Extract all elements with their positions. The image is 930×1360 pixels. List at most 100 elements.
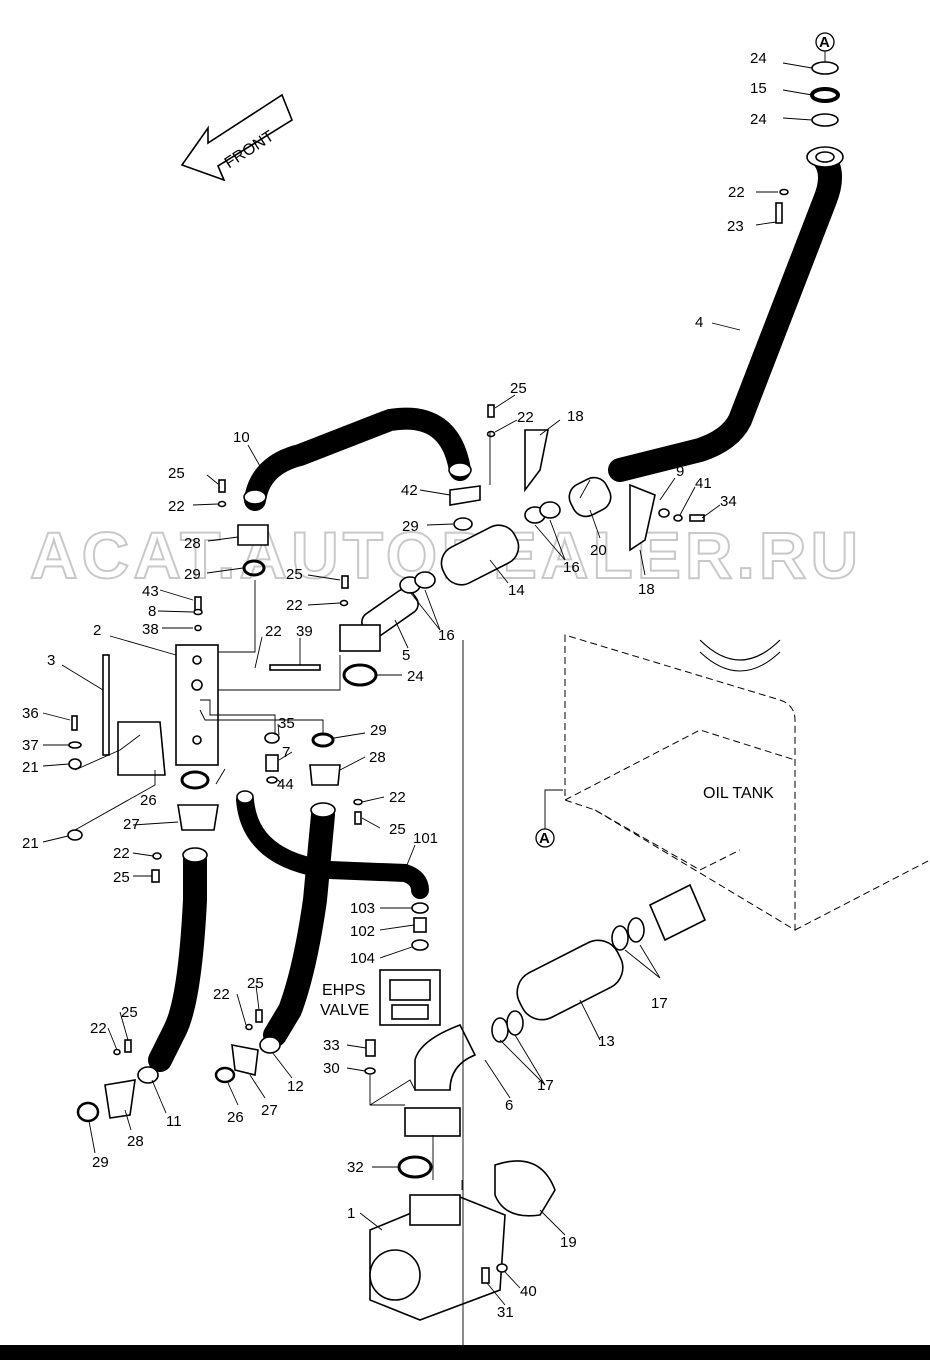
- pipe-segments: [339, 476, 612, 687]
- callout-11: 11: [166, 1113, 182, 1130]
- callout-17: 17: [651, 995, 668, 1012]
- coupling-20-icon: [568, 476, 612, 518]
- callout-29: 29: [92, 1154, 109, 1171]
- callout-22: 22: [517, 409, 534, 426]
- o-ring-24a-icon: [811, 61, 839, 75]
- bracket-3-icon: [102, 654, 110, 756]
- callout-25: 25: [113, 869, 130, 886]
- o-ring-32-icon: [397, 1155, 433, 1179]
- callout-21: 21: [22, 759, 39, 776]
- gasket-15-icon: [810, 87, 840, 103]
- callout-1: 1: [347, 1205, 355, 1222]
- callout-35: 35: [278, 715, 295, 732]
- bolt-31-icon: [481, 1267, 490, 1284]
- callout-102: 102: [350, 923, 375, 940]
- hose-101: [236, 790, 429, 899]
- o-ring-24c-icon: [342, 663, 378, 687]
- hose-12: [259, 802, 336, 1054]
- callout-26: 26: [140, 792, 157, 809]
- callout-10: 10: [233, 429, 250, 446]
- washer-37-icon: [68, 741, 82, 749]
- washer-30-icon: [364, 1067, 376, 1075]
- fitting-102-icon: [413, 917, 427, 933]
- callout-24: 24: [750, 111, 767, 128]
- callout-15: 15: [750, 80, 767, 97]
- callout-3: 3: [47, 652, 55, 669]
- callout-30: 30: [323, 1060, 340, 1077]
- fasteners: [113, 404, 705, 1056]
- callout-27: 27: [261, 1102, 278, 1119]
- callout-2: 2: [93, 622, 101, 639]
- elbow-6-icon: [414, 1023, 477, 1091]
- suction-line: [364, 883, 707, 1179]
- callout-20: 20: [590, 542, 607, 559]
- callout-25: 25: [168, 465, 185, 482]
- leader-lines: [42, 62, 813, 1345]
- reference-marker-top-label: A: [819, 34, 830, 51]
- callout-33: 33: [323, 1037, 340, 1054]
- front-arrow: FRONT: [180, 93, 293, 182]
- callout-27: 27: [123, 816, 140, 833]
- flange-28c-icon: [104, 1079, 136, 1119]
- callout-104: 104: [350, 950, 375, 967]
- callout-21: 21: [22, 835, 39, 852]
- callout-42: 42: [401, 482, 418, 499]
- reference-marker-bottom: A: [535, 789, 563, 848]
- callout-16: 16: [563, 559, 580, 576]
- callout-34: 34: [720, 493, 737, 510]
- brackets-18: [524, 429, 656, 552]
- callout-43: 43: [142, 583, 159, 600]
- hose-10: [243, 407, 472, 511]
- callout-101: 101: [413, 830, 438, 847]
- bolt-23-icon: [775, 202, 783, 224]
- callout-22: 22: [728, 184, 745, 201]
- callout-37: 37: [22, 737, 39, 754]
- mount-21a-icon: [68, 758, 82, 770]
- callout-13: 13: [598, 1033, 615, 1050]
- callout-36: 36: [22, 705, 39, 722]
- callout-25: 25: [121, 1004, 138, 1021]
- hydraulic-pump-1: [369, 1160, 556, 1321]
- callout-19: 19: [560, 1234, 577, 1251]
- callout-31: 31: [497, 1304, 514, 1321]
- callout-6: 6: [505, 1097, 513, 1114]
- callout-32: 32: [347, 1159, 364, 1176]
- ehps-valve: EHPS VALVE: [320, 902, 441, 1026]
- clamp-28b-icon: [309, 764, 341, 786]
- callout-22: 22: [113, 845, 130, 862]
- callout-29: 29: [184, 566, 201, 583]
- fitting-7-icon: [265, 754, 279, 772]
- clamp-28a-icon: [237, 524, 269, 546]
- reference-marker-top: A: [815, 32, 835, 62]
- callout-41: 41: [695, 475, 712, 492]
- plate-icon: [117, 721, 166, 776]
- mount-21b-icon: [67, 829, 83, 841]
- o-ring-29b-icon: [242, 559, 266, 577]
- callout-28: 28: [369, 749, 386, 766]
- gasket-19-icon: [494, 1160, 556, 1217]
- manifold-block-2: [67, 644, 219, 841]
- callout-25: 25: [286, 566, 303, 583]
- callout-24: 24: [750, 50, 767, 67]
- callout-22: 22: [213, 986, 230, 1003]
- callout-5: 5: [402, 647, 410, 664]
- return-pipe-4: [608, 61, 844, 482]
- reference-marker-bottom-label: A: [539, 830, 550, 847]
- flange-27b-icon: [231, 1044, 259, 1076]
- callout-22: 22: [389, 789, 406, 806]
- o-ring-35-icon: [264, 732, 280, 744]
- callout-14: 14: [508, 582, 525, 599]
- callout-25: 25: [510, 380, 527, 397]
- hose-11: [137, 847, 208, 1084]
- callout-8: 8: [148, 603, 156, 620]
- callout-17: 17: [537, 1077, 554, 1094]
- callout-25: 25: [389, 821, 406, 838]
- o-ring-29d-icon: [76, 1101, 100, 1123]
- hose-14-icon: [440, 524, 520, 586]
- ehps-label-line1: EHPS: [322, 982, 366, 999]
- bracket-18b-icon: [629, 483, 656, 552]
- callout-39: 39: [296, 623, 313, 640]
- callout-22: 22: [90, 1020, 107, 1037]
- o-ring-29-icon: [453, 517, 473, 531]
